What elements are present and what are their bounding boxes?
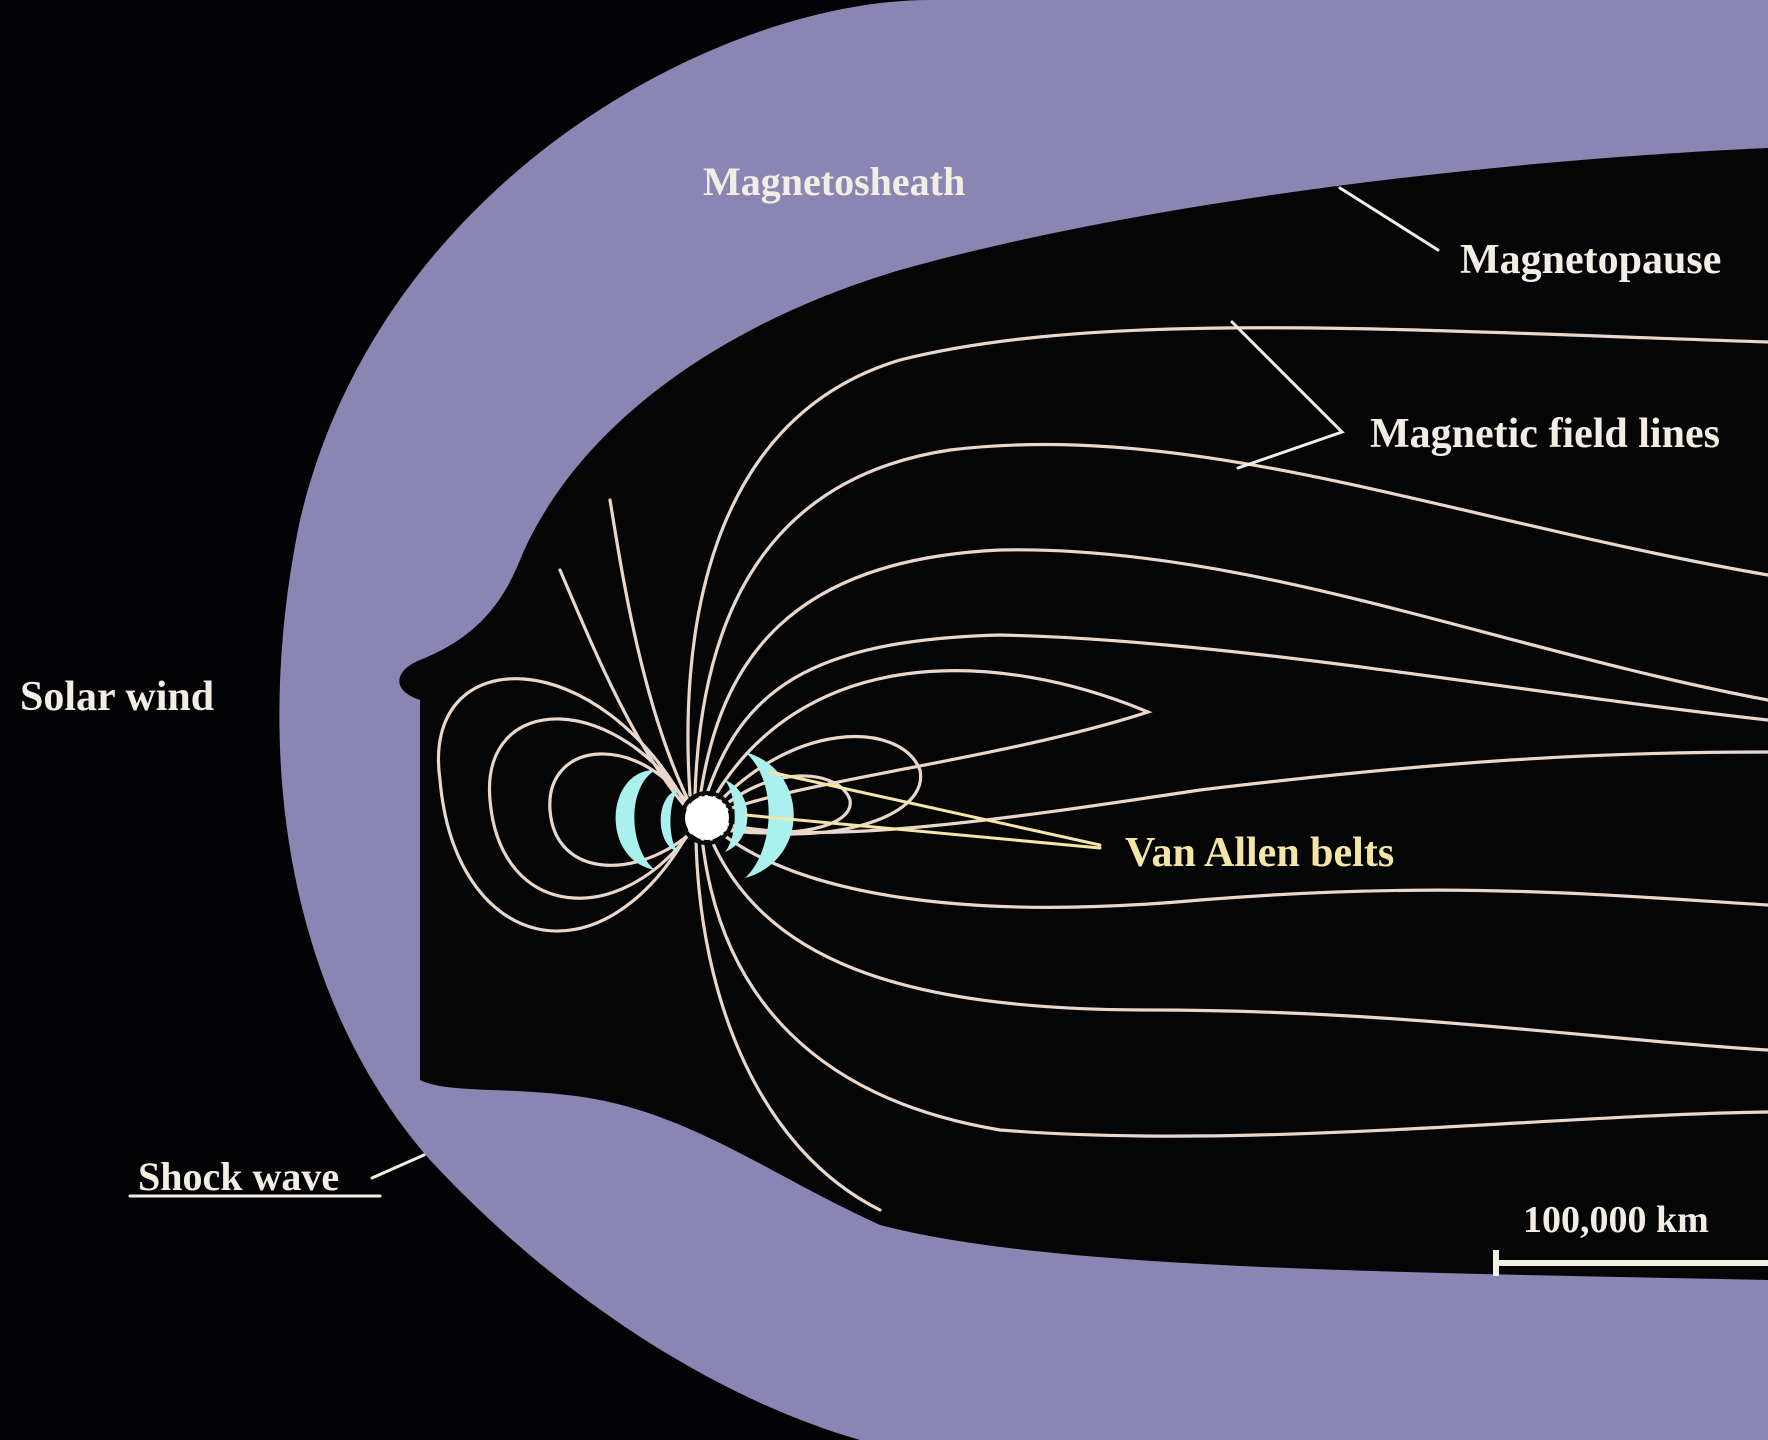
magnetic-field-lines <box>436 326 1768 1212</box>
solar-wind-streaks <box>10 18 780 1434</box>
field-line-tail-upper-2 <box>693 442 1768 797</box>
field-line-night-loop-2 <box>708 735 923 836</box>
field-line-cusp-1 <box>608 498 690 802</box>
field-line-tail-upper-1 <box>686 326 1768 797</box>
field-line-tail-lower-3 <box>706 830 1768 1052</box>
field-line-tail-lower-2 <box>710 824 1768 909</box>
van-allen-belt-inner-left <box>660 790 678 852</box>
shock-wave-label: Shock wave <box>138 1154 339 1199</box>
van-allen-belt-inner-right <box>725 780 748 852</box>
van-allen-pointer <box>743 770 1102 850</box>
magnetosheath-label: Magnetosheath <box>703 159 965 204</box>
field-lines-label: Magnetic field lines <box>1370 411 1720 457</box>
field-line-loop-2 <box>487 717 694 900</box>
magnetopause-pointer <box>1338 186 1440 252</box>
field-line-loop-3 <box>548 752 696 867</box>
van-allen-belt-outer-left <box>615 770 655 870</box>
label-pointers <box>128 186 1440 1198</box>
field-line-tail-lower-4 <box>700 836 1768 1138</box>
field-line-loop-1 <box>436 677 692 933</box>
magnetopause-label: Magnetopause <box>1460 237 1721 283</box>
field-line-tail-lower-5 <box>694 838 882 1212</box>
van-allen-label: Van Allen belts <box>1125 830 1394 876</box>
solar-wind-label: Solar wind <box>20 674 214 720</box>
field-lines-pointer <box>1230 320 1345 470</box>
shock-wave-pointer <box>370 1153 426 1180</box>
scale-label: 100,000 km <box>1523 1199 1709 1241</box>
magnetosphere-cavity <box>399 148 1768 1280</box>
field-line-night-loop-1 <box>706 669 1153 817</box>
earth-outline <box>680 791 734 845</box>
van-allen-belts <box>615 752 794 878</box>
field-line-tail-upper-4 <box>703 633 1768 802</box>
scale-bar <box>1493 1250 1768 1276</box>
van-allen-belt-outer-right <box>745 752 794 878</box>
field-line-tail-upper-3 <box>698 548 1768 800</box>
earth <box>685 796 729 840</box>
